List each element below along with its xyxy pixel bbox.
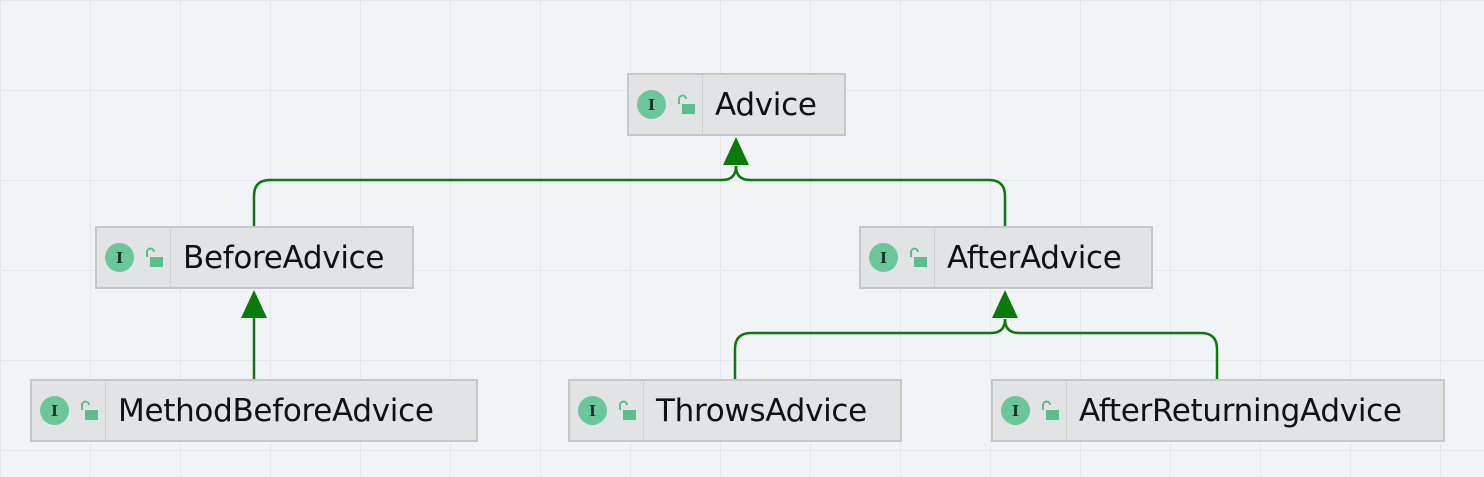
node-icons: I xyxy=(570,381,644,440)
edge-after-advice-to-advice xyxy=(734,165,1007,226)
interface-icon: I xyxy=(105,243,134,272)
arrowhead-advice xyxy=(723,137,749,165)
node-after-returning-advice[interactable]: I AfterReturningAdvice xyxy=(991,379,1445,442)
interface-icon: I xyxy=(1001,396,1030,425)
public-lock-icon xyxy=(910,247,927,267)
edge-before-advice-to-advice xyxy=(252,165,738,226)
edge-throws-advice-to-after-advice xyxy=(733,318,1007,379)
node-after-advice[interactable]: I AfterAdvice xyxy=(859,226,1153,289)
public-lock-icon xyxy=(678,94,695,114)
interface-icon: I xyxy=(869,243,898,272)
arrowhead-after-advice xyxy=(992,290,1018,318)
arrowhead-before-advice xyxy=(241,290,267,318)
interface-icon: I xyxy=(637,90,666,119)
node-icons: I xyxy=(97,228,171,287)
edge-after-returning-advice-to-after-advice xyxy=(1003,318,1219,379)
public-lock-icon xyxy=(619,400,636,420)
node-advice[interactable]: I Advice xyxy=(627,73,846,136)
node-method-before-advice[interactable]: I MethodBeforeAdvice xyxy=(30,379,478,442)
public-lock-icon xyxy=(81,400,98,420)
interface-icon: I xyxy=(40,396,69,425)
node-icons: I xyxy=(861,228,935,287)
node-label: AfterAdvice xyxy=(947,239,1122,276)
node-label: Advice xyxy=(715,86,817,123)
node-label: BeforeAdvice xyxy=(183,239,385,276)
node-icons: I xyxy=(993,381,1067,440)
node-label: MethodBeforeAdvice xyxy=(118,392,434,429)
node-icons: I xyxy=(32,381,106,440)
public-lock-icon xyxy=(1042,400,1059,420)
interface-icon: I xyxy=(578,396,607,425)
node-label: AfterReturningAdvice xyxy=(1079,392,1402,429)
public-lock-icon xyxy=(146,247,163,267)
node-throws-advice[interactable]: I ThrowsAdvice xyxy=(568,379,902,442)
node-label: ThrowsAdvice xyxy=(656,392,867,429)
node-icons: I xyxy=(629,75,703,134)
node-before-advice[interactable]: I BeforeAdvice xyxy=(95,226,414,289)
